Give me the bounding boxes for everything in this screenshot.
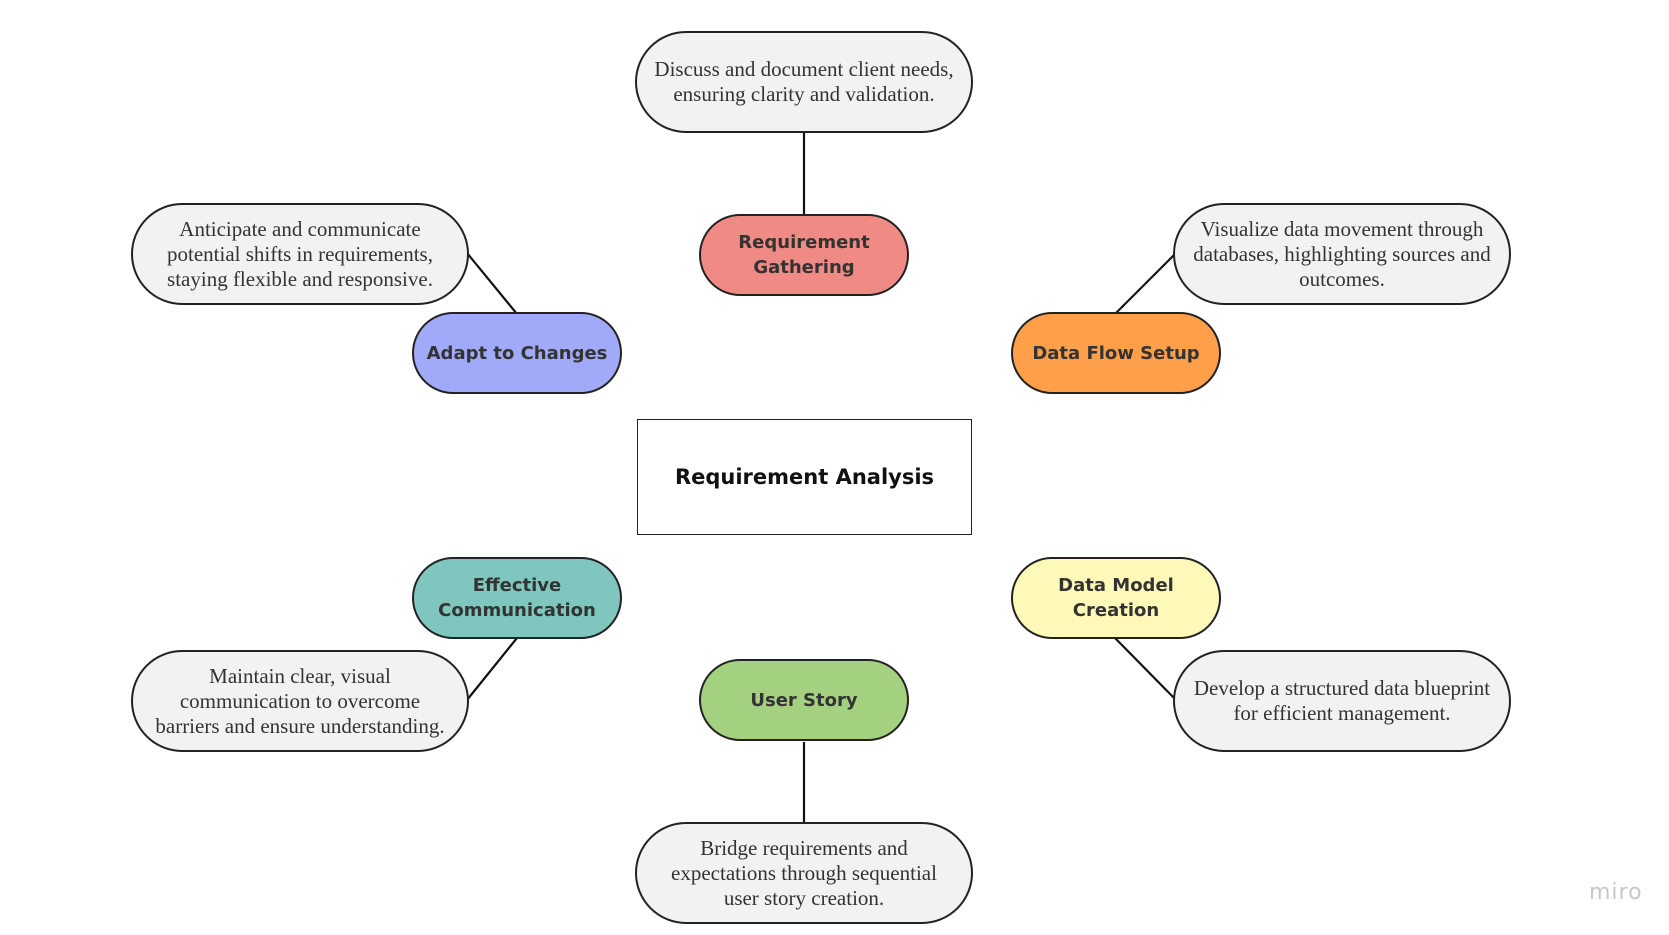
connector-data-model-creation (1114, 637, 1177, 701)
user-story-node[interactable]: User Story (699, 659, 909, 741)
miro-logo: miro (1589, 880, 1643, 905)
central-topic[interactable]: Requirement Analysis (637, 419, 972, 535)
effective-communication-description[interactable]: Maintain clear, visual communication to … (131, 650, 469, 752)
data-model-creation-node[interactable]: Data Model Creation (1011, 557, 1221, 639)
connector-effective-communication (466, 637, 518, 701)
data-flow-setup-description[interactable]: Visualize data movement through database… (1173, 203, 1511, 305)
requirement-gathering-node[interactable]: Requirement Gathering (699, 214, 909, 296)
data-model-creation-description[interactable]: Develop a structured data blueprint for … (1173, 650, 1511, 752)
connector-adapt-to-changes (466, 252, 518, 315)
requirement-gathering-description[interactable]: Discuss and document client needs, ensur… (635, 31, 973, 133)
adapt-to-changes-description[interactable]: Anticipate and communicate potential shi… (131, 203, 469, 305)
user-story-description[interactable]: Bridge requirements and expectations thr… (635, 822, 973, 924)
adapt-to-changes-node[interactable]: Adapt to Changes (412, 312, 622, 394)
effective-communication-node[interactable]: Effective Communication (412, 557, 622, 639)
connector-data-flow-setup (1114, 252, 1177, 315)
data-flow-setup-node[interactable]: Data Flow Setup (1011, 312, 1221, 394)
